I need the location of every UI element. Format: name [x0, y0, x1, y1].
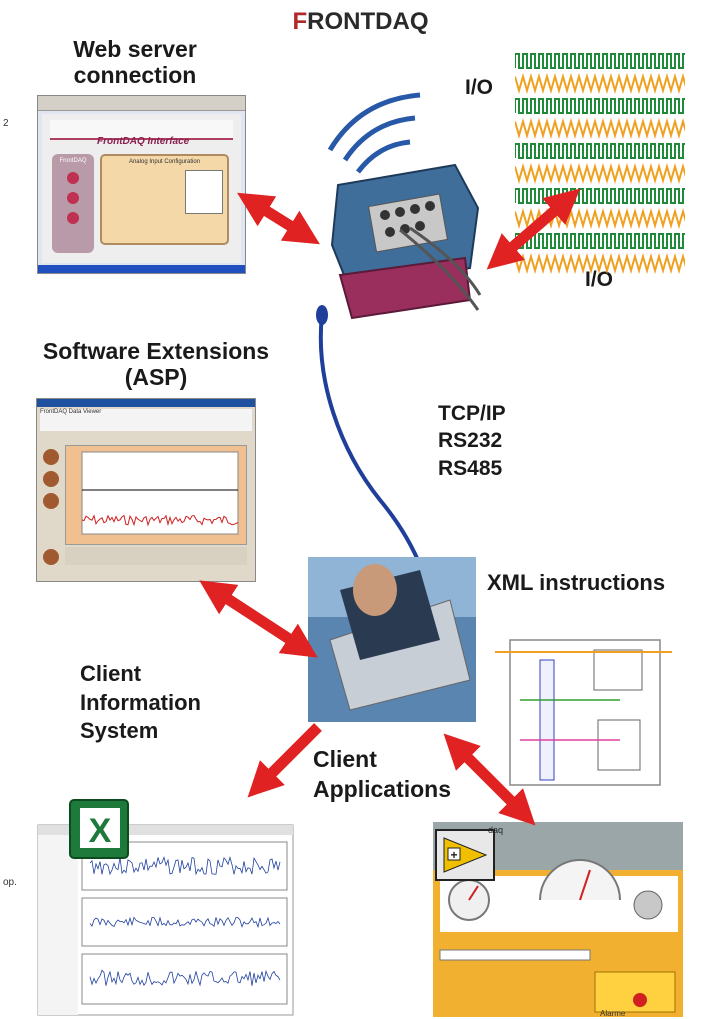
waveform-line — [514, 162, 688, 185]
laptop-photo — [308, 557, 476, 722]
cable-plug-bottom — [432, 658, 444, 678]
asp-window-title: FrontDAQ Data Viewer — [40, 409, 252, 431]
io-top-label: I/O — [465, 76, 494, 99]
client-app-alarm-label: Alarme — [600, 1009, 626, 1018]
labview-block-diagram — [492, 628, 677, 790]
waveform-line — [514, 98, 688, 114]
io-waveforms — [514, 48, 688, 278]
asp-signal-plot — [81, 451, 239, 535]
waveform-line — [514, 207, 688, 230]
svg-text:X: X — [89, 812, 112, 850]
waveform-line — [514, 53, 688, 69]
left-fragment-bottom: op. — [3, 877, 17, 888]
arrow-laptop-excel — [247, 723, 322, 798]
web-server-screenshot: FrontDAQ Interface FrontDAQ Analog Input… — [37, 95, 246, 274]
title-rest: RONTDAQ — [307, 8, 429, 35]
title-first-letter: F — [292, 8, 308, 35]
excel-icon: X — [69, 799, 129, 859]
waveform-line — [514, 117, 688, 140]
web-ui-button[interactable] — [67, 192, 79, 204]
web-ui-side-title: FrontDAQ — [59, 158, 87, 164]
web-ui-button[interactable] — [67, 172, 79, 184]
left-fragment-top: 2 — [3, 118, 9, 129]
software-extensions-label: Software Extensions(ASP) — [42, 338, 270, 391]
diagram-title: FRONTDAQ — [0, 8, 721, 36]
web-ui-title: FrontDAQ Interface — [97, 136, 190, 147]
waveform-line — [514, 188, 688, 204]
svg-text:+: + — [450, 848, 457, 862]
cable-line — [318, 314, 441, 669]
asp-screenshot: FrontDAQ Data Viewer — [36, 398, 256, 582]
client-app-screenshot: Alarme — [433, 822, 683, 1018]
frontdaq-device-icon — [330, 163, 482, 320]
cable-plug-top — [316, 305, 328, 325]
io-bottom-label: I/O — [585, 268, 614, 291]
web-ui-panel-title: Analog Input Configuration — [128, 159, 201, 165]
waveform-line — [514, 252, 688, 275]
arrow-asp-laptop — [199, 580, 318, 658]
wireless-signal-icon — [327, 92, 421, 152]
waveform-line — [514, 143, 688, 159]
arrow-laptop-app — [443, 733, 536, 826]
web-ui-button[interactable] — [67, 212, 79, 224]
labview-icon: + — [435, 829, 495, 881]
excel-screenshot — [37, 824, 294, 1016]
client-app-title: daq — [488, 825, 503, 835]
xml-instructions-label: XML instructions — [487, 570, 666, 595]
waveform-line — [514, 233, 688, 249]
waveform-line — [514, 72, 688, 95]
arrow-web-device — [237, 192, 320, 245]
waveform-graphic — [514, 53, 688, 275]
